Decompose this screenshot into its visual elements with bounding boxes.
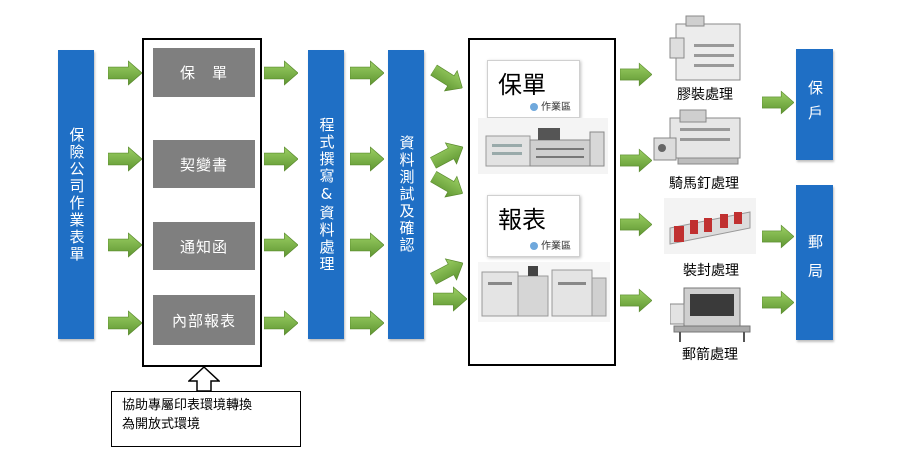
arrow-to-policyholder-1 bbox=[762, 90, 794, 115]
perfect-binder-machine-icon bbox=[669, 15, 741, 81]
arrow-to-amendment bbox=[108, 146, 142, 172]
arrow-to-internal-report bbox=[108, 310, 142, 336]
report-work-area-title: 報表 bbox=[498, 206, 546, 234]
saddle-stitch-label: 騎馬釘處理 bbox=[669, 176, 739, 192]
doc-internal-report-label: 內部報表 bbox=[171, 311, 236, 330]
doc-notice: 通知函 bbox=[153, 222, 255, 270]
saddle-stitcher-machine-icon bbox=[653, 109, 741, 165]
hollow-up-arrow bbox=[188, 366, 220, 392]
policy-work-area-sub-text: 作業區 bbox=[541, 102, 571, 113]
arrow-testing-to-print-4 bbox=[427, 252, 469, 291]
arrow-testing-to-print-1 bbox=[427, 59, 470, 99]
arrow-doc3-to-processing bbox=[264, 232, 298, 258]
arrow-processing-to-testing-3 bbox=[350, 232, 384, 258]
inserter-machine-icon bbox=[664, 198, 756, 254]
arrow-processing-to-testing-2 bbox=[350, 146, 384, 172]
arrow-to-policy bbox=[108, 60, 142, 86]
doc-policy: 保 單 bbox=[153, 48, 255, 97]
arrow-to-post-office-2 bbox=[762, 290, 794, 315]
arrow-to-post-office-1 bbox=[762, 224, 794, 249]
arrow-testing-to-print-3 bbox=[427, 165, 469, 205]
dot-icon bbox=[530, 103, 538, 111]
arrow-to-perfect-binding bbox=[620, 62, 652, 87]
arrow-to-mail-sorting bbox=[620, 288, 652, 313]
arrow-processing-to-testing-4 bbox=[350, 310, 384, 336]
data-testing-label: 資料測試及確認 bbox=[397, 135, 416, 254]
arrow-to-notice bbox=[108, 232, 142, 258]
report-work-area-sub-text: 作業區 bbox=[541, 241, 571, 252]
arrow-doc2-to-processing bbox=[264, 146, 298, 172]
arrow-testing-to-print-2 bbox=[427, 136, 469, 175]
perfect-binding-label: 膠裝處理 bbox=[677, 87, 733, 103]
data-testing-bar: 資料測試及確認 bbox=[388, 50, 424, 339]
policy-work-area-title: 保單 bbox=[498, 71, 546, 99]
mail-sorter-machine-icon bbox=[670, 287, 751, 342]
environment-note: 協助專屬印表環境轉換 為開放式環境 bbox=[111, 391, 301, 447]
post-office-label: 郵局 bbox=[806, 233, 824, 292]
arrow-doc4-to-processing bbox=[264, 310, 298, 336]
doc-policy-label: 保 單 bbox=[179, 64, 228, 82]
policy-work-area-card: 保單 作業區 bbox=[487, 60, 580, 118]
insurance-forms-bar: 保險公司作業表單 bbox=[58, 50, 94, 339]
arrow-to-inserting bbox=[620, 212, 652, 237]
policyholder-box: 保戶 bbox=[796, 49, 833, 160]
doc-notice-label: 通知函 bbox=[179, 237, 228, 256]
arrow-processing-to-testing-1 bbox=[350, 60, 384, 86]
arrow-to-saddle-stitch bbox=[620, 148, 652, 173]
doc-amendment: 契變書 bbox=[153, 140, 255, 188]
dot-icon bbox=[530, 242, 538, 250]
production-printer-icon bbox=[478, 118, 608, 174]
programming-processing-bar: 程式撰寫&資料處理 bbox=[308, 50, 344, 339]
arrow-doc1-to-processing bbox=[264, 60, 298, 86]
note-line-2: 為開放式環境 bbox=[122, 417, 201, 432]
arrow-testing-to-print-5 bbox=[433, 286, 467, 312]
report-work-area-card: 報表 作業區 bbox=[487, 195, 580, 257]
continuous-printer-icon bbox=[478, 262, 610, 322]
policyholder-label: 保戶 bbox=[806, 79, 824, 130]
post-office-box: 郵局 bbox=[796, 185, 833, 340]
insurance-forms-label: 保險公司作業表單 bbox=[67, 126, 86, 263]
programming-processing-label: 程式撰寫&資料處理 bbox=[317, 116, 336, 273]
note-line-1: 協助專屬印表環境轉換 bbox=[122, 398, 253, 413]
inserting-label: 裝封處理 bbox=[683, 263, 739, 279]
doc-internal-report: 內部報表 bbox=[153, 295, 255, 345]
doc-amendment-label: 契變書 bbox=[179, 155, 228, 174]
mail-sorting-label: 郵箭處理 bbox=[682, 347, 738, 363]
policy-work-area-sub: 作業區 bbox=[530, 98, 571, 113]
report-work-area-sub: 作業區 bbox=[530, 237, 571, 252]
